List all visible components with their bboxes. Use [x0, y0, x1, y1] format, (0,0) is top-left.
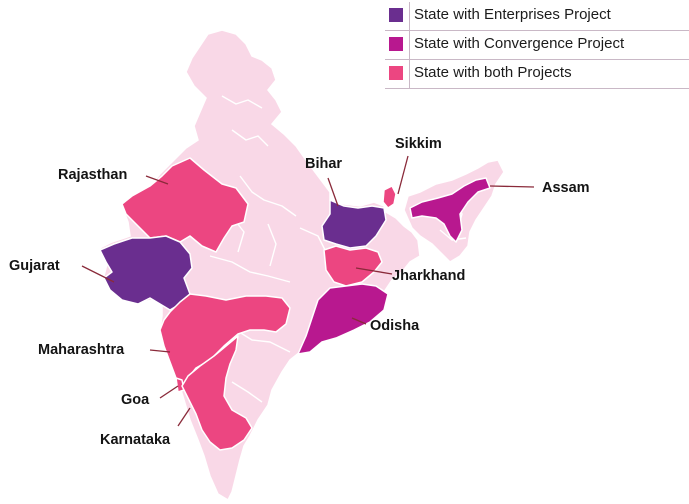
legend-swatch-convergence [389, 37, 403, 51]
label-karnataka: Karnataka [100, 432, 171, 448]
leader-karnataka [177, 407, 191, 427]
label-assam: Assam [542, 180, 590, 196]
leader-maharashtra [149, 349, 171, 353]
state-odisha [297, 283, 389, 355]
legend-label-both: State with both Projects [414, 64, 572, 81]
label-odisha: Odisha [370, 318, 420, 334]
state-labels: Rajasthan Gujarat Maharashtra Goa Karnat… [9, 136, 590, 448]
state-rajasthan [121, 157, 249, 253]
legend-label-convergence: State with Convergence Project [414, 35, 625, 52]
state-bihar [321, 199, 387, 249]
leader-assam [489, 185, 535, 188]
state-borders [209, 95, 467, 403]
highlighted-states [99, 157, 491, 451]
label-maharashtra: Maharashtra [38, 342, 125, 358]
state-karnataka [181, 335, 253, 451]
map-legend: State with Enterprises Project State wit… [385, 2, 689, 89]
leader-goa [159, 385, 179, 399]
leader-gujarat [81, 265, 115, 283]
state-sikkim [382, 185, 397, 209]
legend-label-enterprises: State with Enterprises Project [414, 6, 611, 23]
leader-bihar [327, 177, 339, 207]
leader-rajasthan [145, 175, 169, 185]
leader-sikkim [397, 155, 409, 195]
legend-swatch-both [389, 66, 403, 80]
legend-item-convergence: State with Convergence Project [385, 31, 689, 60]
state-maharashtra [159, 293, 291, 387]
label-goa: Goa [121, 392, 150, 408]
state-gujarat [99, 235, 193, 311]
label-gujarat: Gujarat [9, 258, 60, 274]
leader-jharkhand [355, 267, 393, 275]
legend-swatch-enterprises [389, 8, 403, 22]
leader-odisha [351, 317, 367, 325]
label-sikkim: Sikkim [395, 136, 442, 152]
label-bihar: Bihar [305, 156, 342, 172]
state-jharkhand [323, 245, 383, 287]
legend-item-both: State with both Projects [385, 60, 689, 89]
label-rajasthan: Rajasthan [58, 167, 127, 183]
label-jharkhand: Jharkhand [392, 268, 465, 284]
leader-lines [81, 155, 535, 427]
state-assam [409, 177, 491, 243]
legend-item-enterprises: State with Enterprises Project [385, 2, 689, 31]
